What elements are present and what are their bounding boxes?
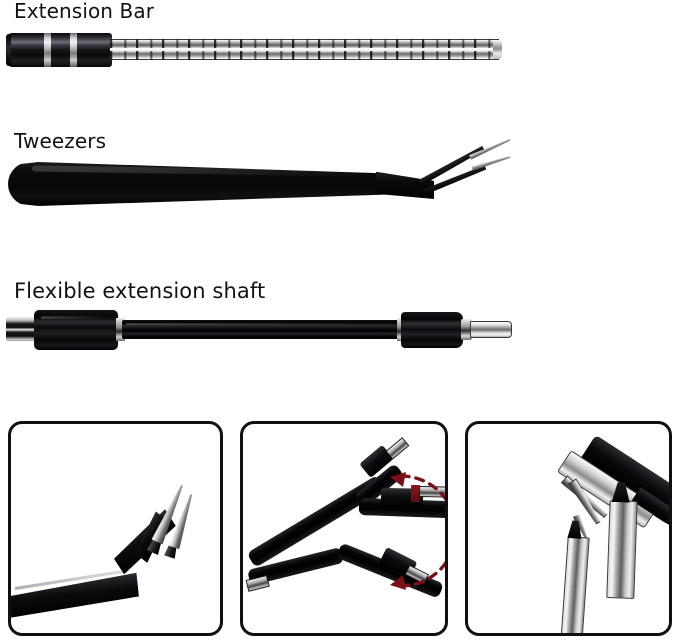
extension-bar-end-cap [6, 34, 11, 66]
flex-shaft-right-grip [401, 312, 463, 348]
extension-bar-handle [8, 33, 112, 67]
flexible-extension-shaft-label: Flexible extension shaft [14, 279, 266, 303]
tweezers-arm-lower [423, 165, 488, 195]
extension-bar-shaft-edge-bottom [110, 59, 499, 60]
detail-panel-tweezer-tips [8, 421, 223, 636]
flex-shaft-left-grip [34, 310, 118, 350]
tweezers-label: Tweezers [14, 129, 107, 153]
flex-shaft-ring [461, 319, 472, 340]
extension-bar-band-1 [44, 33, 51, 67]
extension-bar-band-2 [70, 33, 77, 67]
tweezers-neck [376, 171, 434, 199]
flex-shaft-drive-tip [470, 321, 512, 338]
flex-shaft-collar-left [116, 318, 125, 341]
extension-bar-tip [493, 40, 502, 59]
tweezers-product-photo [6, 156, 516, 236]
flexible-extension-shaft-product-photo [6, 306, 526, 362]
detail-panel-flex-bend [240, 421, 448, 636]
tweezer-tip-closeup-art [11, 424, 220, 633]
detail-panel-pickup-bits [465, 421, 672, 636]
rotation-arrow-icon [390, 472, 445, 590]
flex-shaft-cable-highlight [126, 323, 396, 325]
extension-bar-label: Extension Bar [14, 0, 155, 23]
flex-shaft-socket [6, 317, 38, 341]
pickup-art-bit-front [560, 536, 590, 633]
extension-bar-product-photo [6, 26, 506, 76]
pickup-bits-art [468, 424, 669, 633]
extension-bar-shaft-highlight [110, 48, 499, 51]
pickup-art-bit-back [606, 500, 638, 599]
extension-bar-shaft-edge-top [110, 39, 499, 40]
flex-bend-art [243, 424, 445, 633]
